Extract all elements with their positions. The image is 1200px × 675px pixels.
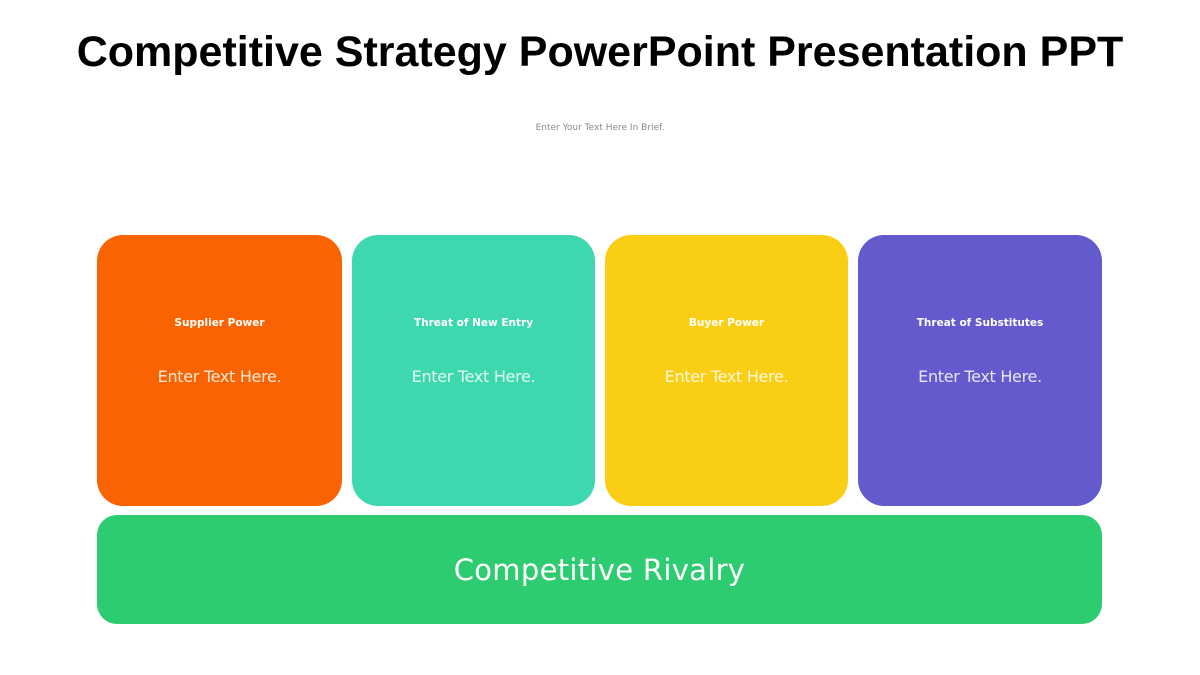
slide-title: Competitive Strategy PowerPoint Presenta… [76, 28, 1124, 76]
card-text: Enter Text Here. [664, 367, 789, 386]
card-title: Threat of New Entry [413, 317, 534, 329]
card-threat-of-new-entry: Threat of New Entry Enter Text Here. [352, 235, 595, 506]
card-supplier-power: Supplier Power Enter Text Here. [97, 235, 342, 506]
card-buyer-power: Buyer Power Enter Text Here. [605, 235, 848, 506]
card-threat-of-substitutes: Threat of Substitutes Enter Text Here. [858, 235, 1102, 506]
card-text: Enter Text Here. [157, 367, 282, 386]
card-text: Enter Text Here. [918, 367, 1042, 386]
card-title: Threat of Substitutes [916, 317, 1044, 329]
competitive-rivalry-bar: Competitive Rivalry [97, 515, 1102, 624]
card-text: Enter Text Here. [411, 367, 536, 386]
card-title: Supplier Power [174, 317, 265, 329]
slide-subtitle: Enter Your Text Here In Brief. [535, 123, 665, 133]
rivalry-label: Competitive Rivalry [453, 552, 746, 587]
card-title: Buyer Power [688, 317, 765, 329]
